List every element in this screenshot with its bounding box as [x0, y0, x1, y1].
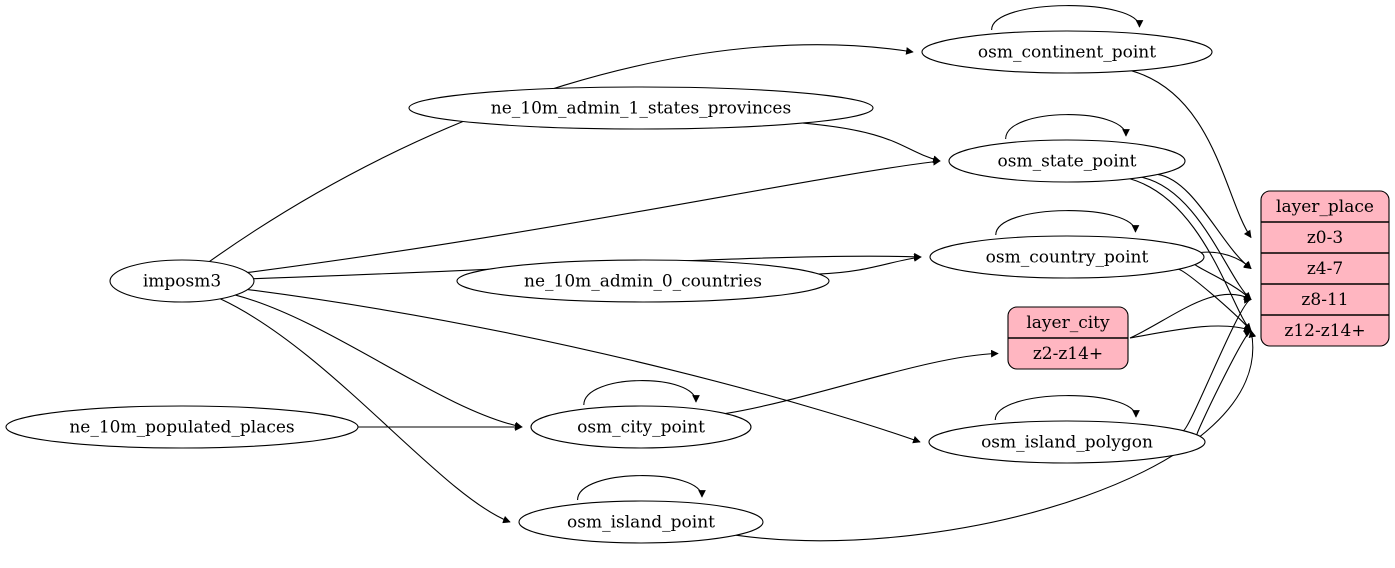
node-osm_continent_point[interactable]: osm_continent_point [921, 30, 1213, 74]
edge-imposm3-to-osm_island_polygon [247, 288, 921, 444]
node-label: ne_10m_admin_1_states_provinces [491, 99, 791, 119]
node-ne_10m_admin_1_states_provinces[interactable]: ne_10m_admin_1_states_provinces [408, 86, 874, 130]
node-label: ne_10m_populated_places [69, 418, 294, 438]
node-osm_country_point[interactable]: osm_country_point [929, 235, 1205, 279]
self-loop-osm_island_point [577, 475, 706, 501]
node-label: imposm3 [143, 272, 221, 292]
node-label: osm_state_point [998, 152, 1137, 172]
node-label: osm_island_polygon [981, 433, 1153, 453]
node-osm_island_point[interactable]: osm_island_point [518, 500, 764, 544]
edge-imposm3-to-osm_island_point [219, 298, 511, 524]
edge-imposm3-to-osm_city_point [235, 294, 523, 430]
edge-imposm3-to-osm_state_point [247, 157, 941, 274]
self-loop-osm_island_polygon [994, 395, 1140, 421]
edge-osm_continent_point-to-layer_place [1131, 70, 1252, 239]
node-label: osm_island_point [567, 513, 715, 533]
record-row[interactable]: z12-z14+ [1284, 321, 1365, 341]
record-row[interactable]: z2-z14+ [1033, 344, 1103, 364]
edge-osm_island_point-to-layer_place [735, 329, 1257, 542]
record-title: layer_city [1026, 313, 1110, 333]
edge-osm_island_polygon-to-layer_place [1196, 330, 1252, 436]
edge-osm_state_point-to-layer_place [1129, 178, 1252, 332]
node-label: ne_10m_admin_0_countries [524, 272, 762, 292]
edge-ne_10m_admin_1_states_provinces-to-osm_state_point [803, 122, 941, 163]
edge-layer_city-to-layer_place [1129, 324, 1252, 339]
edge-osm_country_point-to-layer_place [1193, 262, 1252, 301]
record-title: layer_place [1276, 197, 1374, 217]
self-loop-osm_country_point [995, 210, 1140, 236]
node-osm_island_polygon[interactable]: osm_island_polygon [928, 420, 1206, 464]
node-osm_state_point[interactable]: osm_state_point [948, 139, 1186, 183]
self-loop-osm_city_point [583, 380, 700, 406]
edge-ne_10m_admin_0_countries-to-osm_country_point [818, 254, 922, 275]
node-layer_place[interactable]: layer_place z0-3 z4-7 z8-11 z12-z14+ [1260, 190, 1390, 347]
edge-layer_city-to-layer_place [1129, 292, 1252, 339]
node-label: osm_country_point [986, 248, 1149, 268]
node-imposm3[interactable]: imposm3 [109, 259, 255, 303]
edge-imposm3-to-osm_continent_point [209, 44, 914, 263]
node-layer: imposm3 ne_10m_populated_places ne_10m_adm… [5, 30, 1390, 544]
record-row[interactable]: z8-11 [1301, 290, 1348, 310]
node-osm_city_point[interactable]: osm_city_point [530, 405, 752, 449]
self-loop-osm_state_point [1005, 114, 1130, 140]
record-row[interactable]: z4-7 [1307, 259, 1343, 279]
edge-osm_state_point-to-layer_place [1141, 176, 1252, 300]
node-label: osm_city_point [577, 418, 705, 438]
edge-osm_island_polygon-to-layer_place [1182, 296, 1252, 432]
self-loop-osm_continent_point [991, 5, 1144, 31]
node-ne_10m_admin_0_countries[interactable]: ne_10m_admin_0_countries [456, 259, 830, 303]
node-layer_city[interactable]: layer_city z2-z14+ [1007, 306, 1129, 370]
edge-osm_state_point-to-layer_place [1157, 173, 1252, 269]
edge-layer [209, 5, 1257, 542]
node-ne_10m_populated_places[interactable]: ne_10m_populated_places [5, 405, 359, 449]
edge-osm_city_point-to-layer_city [725, 349, 999, 415]
edge-osm_country_point-to-layer_place [1178, 268, 1252, 332]
record-row[interactable]: z0-3 [1307, 228, 1343, 248]
node-label: osm_continent_point [978, 43, 1156, 63]
